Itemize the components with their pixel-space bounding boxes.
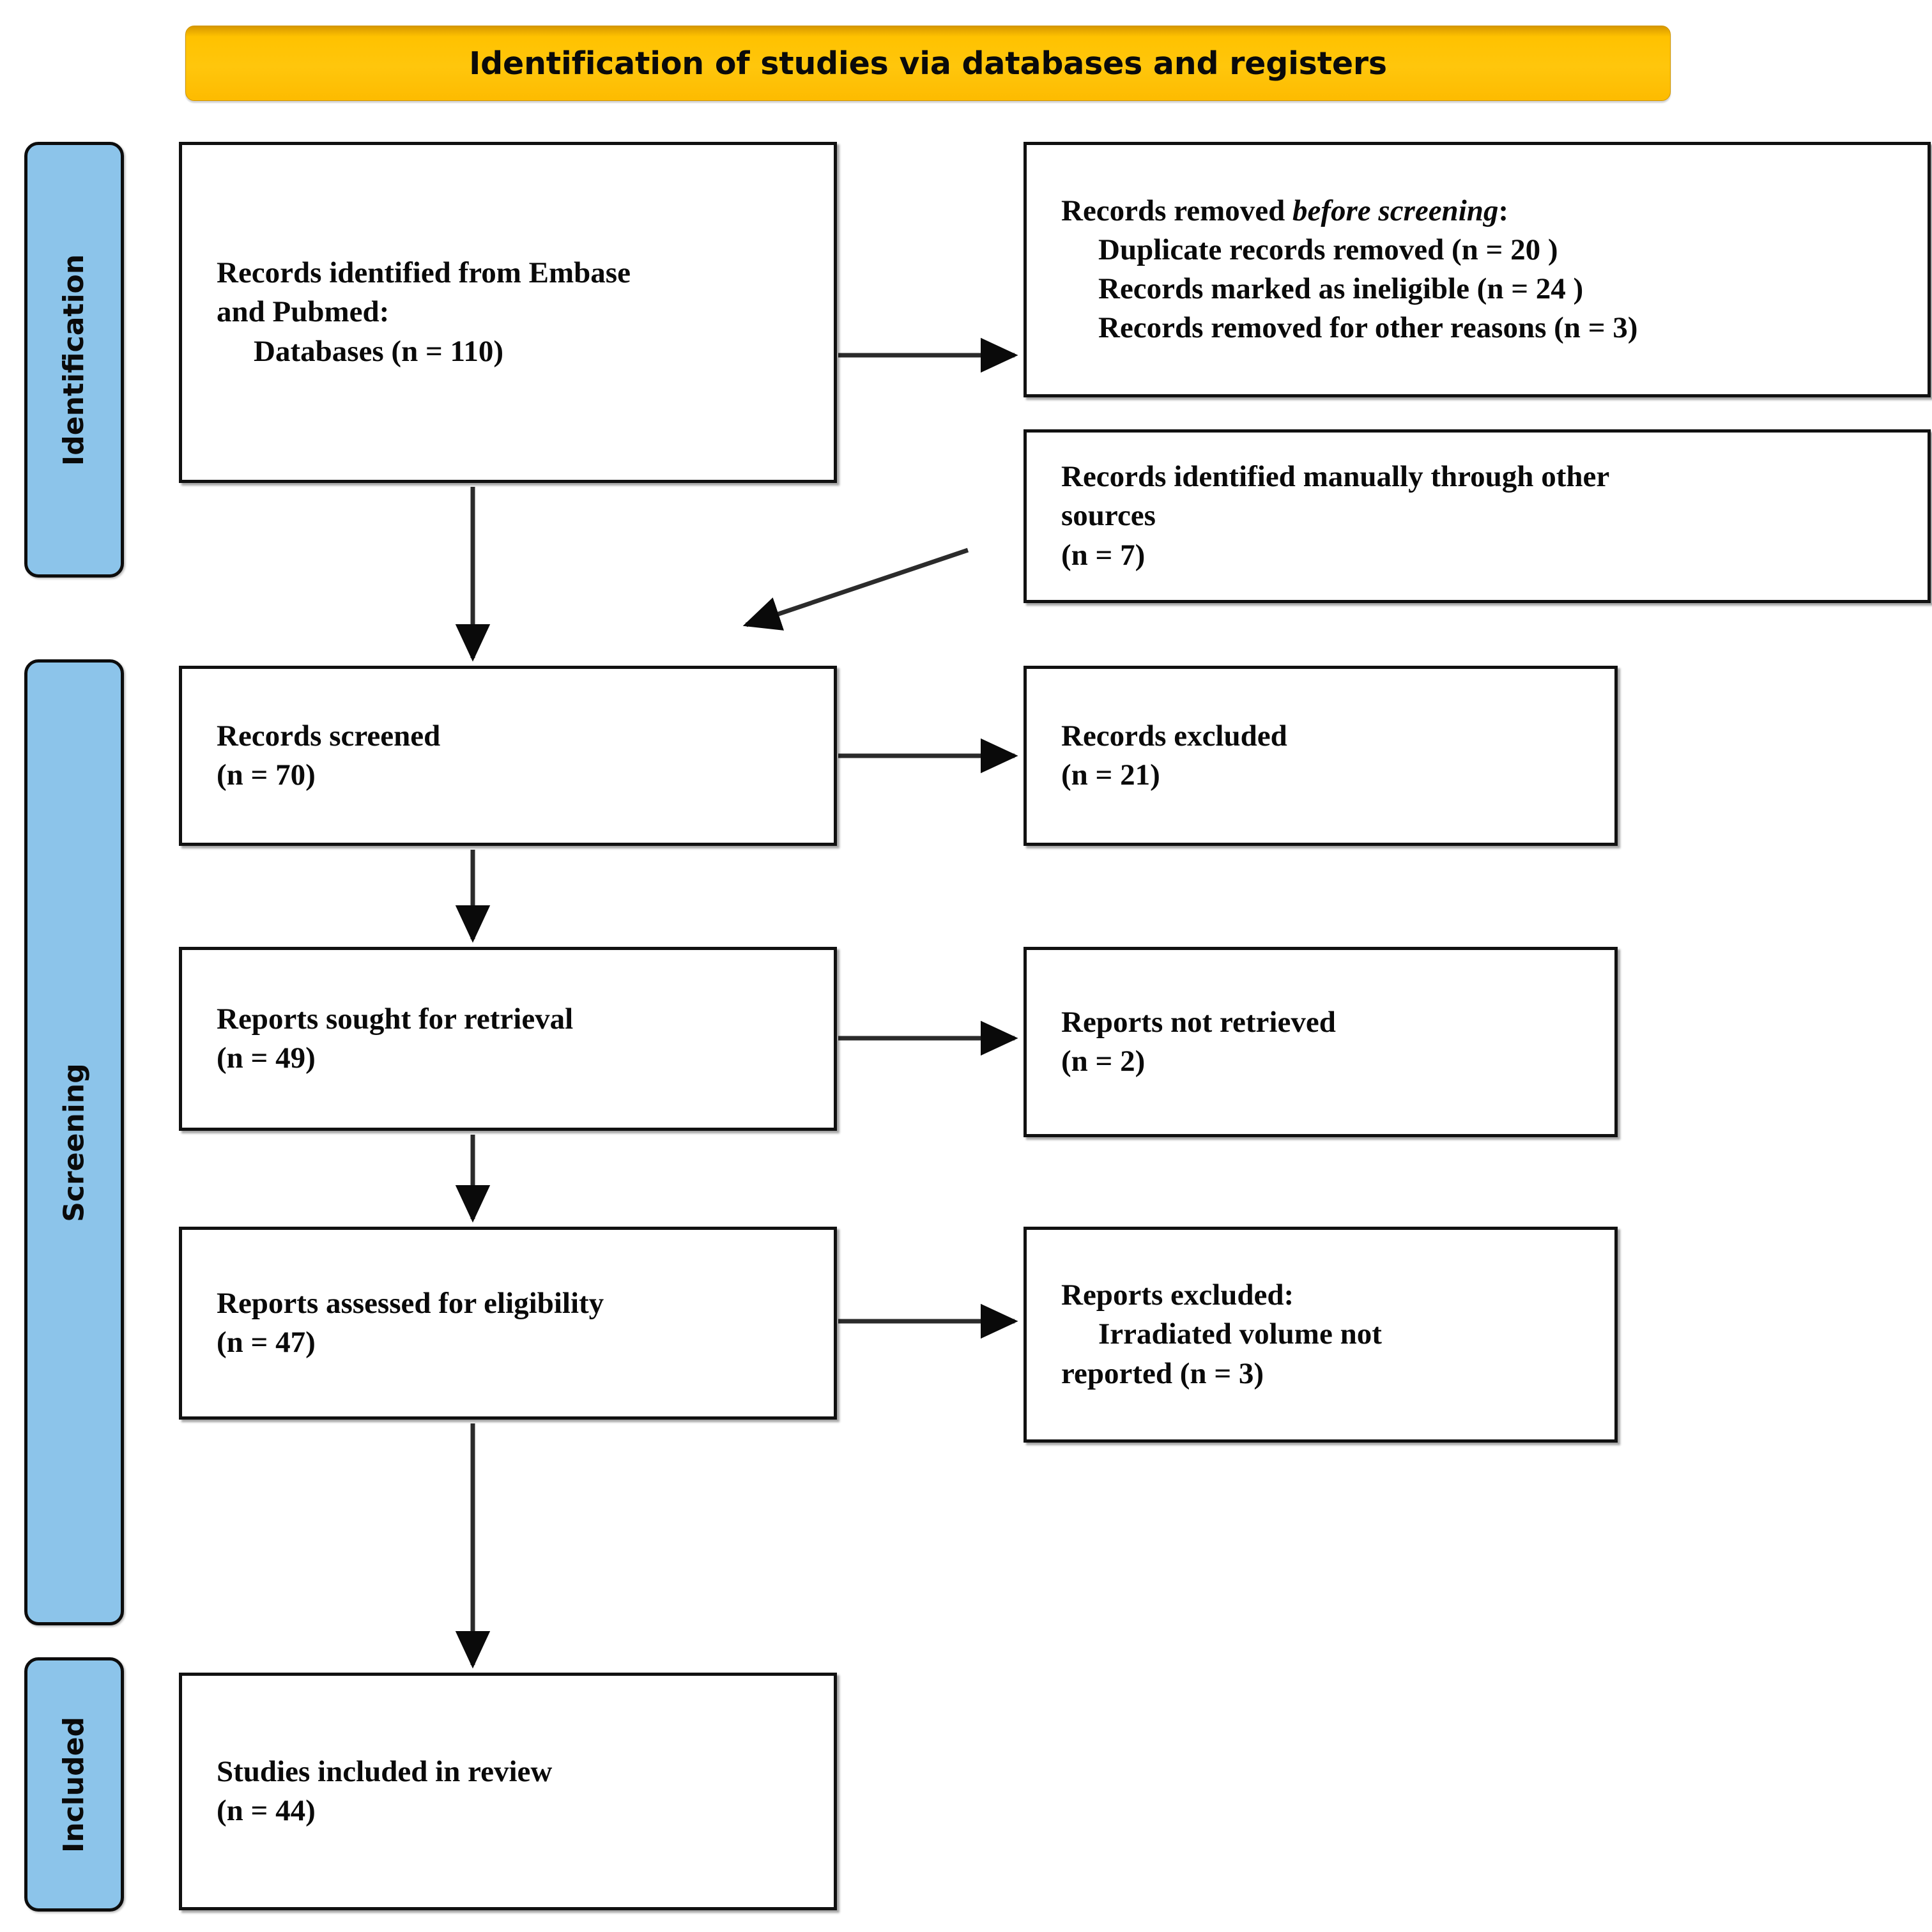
- box-line: and Pubmed:: [217, 295, 390, 329]
- stage-label-included: Included: [57, 1716, 91, 1853]
- box-line: Records identified from Embase: [217, 256, 631, 290]
- box-records-identified-manually: Records identified manually through othe…: [1023, 429, 1931, 603]
- box-line: Records screened: [217, 719, 441, 753]
- stage-label-screening: Screening: [57, 1062, 91, 1222]
- box-line: (n = 44): [217, 1794, 316, 1827]
- box-line: Reports sought for retrieval: [217, 1002, 574, 1036]
- box-line: Records removed for other reasons (n = 3…: [1098, 311, 1638, 345]
- records-removed-suffix: :: [1498, 194, 1509, 227]
- box-line: Records identified manually through othe…: [1061, 460, 1610, 494]
- box-line: Reports not retrieved: [1061, 1005, 1336, 1039]
- stage-bar-identification: Identification: [24, 142, 124, 578]
- stage-bar-screening: Screening: [24, 659, 124, 1625]
- box-line: (n = 70): [217, 758, 316, 792]
- box-line: (n = 49): [217, 1041, 316, 1075]
- box-line: sources: [1061, 499, 1156, 533]
- stage-bar-included: Included: [24, 1657, 124, 1912]
- box-reports-assessed-for-eligibility: Reports assessed for eligibility (n = 47…: [179, 1227, 837, 1420]
- box-line: Reports assessed for eligibility: [217, 1286, 604, 1320]
- box-records-identified: Records identified from Embase and Pubme…: [179, 142, 837, 483]
- box-line: (n = 21): [1061, 758, 1160, 792]
- box-line: Records excluded: [1061, 719, 1287, 753]
- diagram-header-banner: Identification of studies via databases …: [185, 26, 1671, 101]
- stage-label-identification: Identification: [57, 254, 91, 466]
- box-line: Irradiated volume not: [1098, 1317, 1382, 1351]
- box-records-removed-before-screening: Records removed before screening: Duplic…: [1023, 142, 1931, 397]
- box-reports-sought-for-retrieval: Reports sought for retrieval (n = 49): [179, 947, 837, 1131]
- box-line: reported (n = 3): [1061, 1356, 1264, 1390]
- page-title: Identification of studies via databases …: [469, 45, 1387, 82]
- box-line: Reports excluded:: [1061, 1278, 1294, 1312]
- box-line: (n = 7): [1061, 538, 1146, 572]
- box-studies-included-in-review: Studies included in review (n = 44): [179, 1673, 837, 1910]
- box-line: Duplicate records removed (n = 20 ): [1098, 233, 1558, 266]
- box-reports-excluded: Reports excluded: Irradiated volume not …: [1023, 1227, 1618, 1443]
- box-line-heading: Records removed before screening:: [1027, 192, 1928, 231]
- box-line: Databases (n = 110): [254, 334, 504, 368]
- arrow-manual-to-screened: [742, 548, 969, 631]
- box-records-excluded: Records excluded (n = 21): [1023, 666, 1618, 846]
- box-line: Studies included in review: [217, 1754, 553, 1788]
- box-records-screened: Records screened (n = 70): [179, 666, 837, 846]
- records-removed-prefix: Records removed: [1061, 194, 1292, 227]
- box-line: (n = 2): [1061, 1045, 1146, 1078]
- records-removed-emphasis: before screening: [1292, 194, 1499, 227]
- box-reports-not-retrieved: Reports not retrieved (n = 2): [1023, 947, 1618, 1137]
- box-line: (n = 47): [217, 1326, 316, 1359]
- box-line: Records marked as ineligible (n = 24 ): [1098, 272, 1584, 305]
